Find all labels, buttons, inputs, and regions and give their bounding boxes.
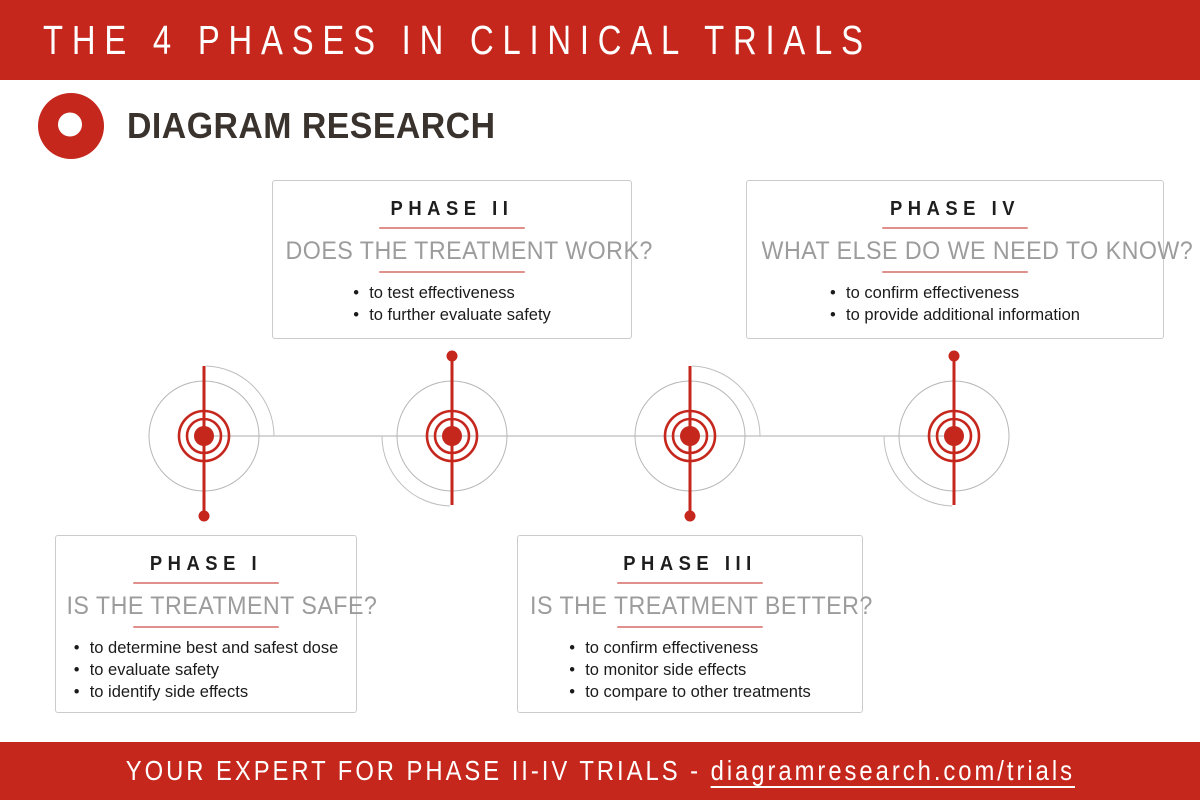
brand-name: DIAGRAM RESEARCH	[127, 105, 496, 146]
divider	[379, 271, 525, 273]
phase-2-bullet-list: to test effectiveness to further evaluat…	[273, 282, 631, 326]
phase-1-title: PHASE I	[149, 553, 263, 575]
divider	[882, 271, 1028, 273]
phase-4-question: WHAT ELSE DO WE NEED TO KNOW?	[761, 237, 1194, 265]
bullet-item: to provide additional information	[830, 304, 1080, 326]
target-dot-icon	[38, 93, 104, 159]
bullet-item: to identify side effects	[74, 681, 339, 703]
phase-1-card: PHASE I IS THE TREATMENT SAFE? to determ…	[55, 535, 378, 713]
footer-banner: YOUR EXPERT FOR PHASE II-IV TRIALS - dia…	[0, 742, 1200, 800]
footer-tagline: YOUR EXPERT FOR PHASE II-IV TRIALS -	[125, 755, 711, 786]
page-title: THE 4 PHASES IN CLINICAL TRIALS	[43, 16, 872, 63]
bullet-item: to determine best and safest dose	[74, 637, 339, 659]
header-banner: THE 4 PHASES IN CLINICAL TRIALS	[0, 0, 1200, 80]
phase-4-card: PHASE IV WHAT ELSE DO WE NEED TO KNOW? t…	[746, 180, 1194, 339]
bullet-item: to test effectiveness	[353, 282, 551, 304]
phase-1-question: IS THE TREATMENT SAFE?	[66, 592, 378, 620]
timeline-marker-phase-2	[381, 350, 508, 507]
phase-3-question: IS THE TREATMENT BETTER?	[530, 592, 873, 620]
timeline-marker-phase-3	[634, 365, 761, 522]
bullet-item: to further evaluate safety	[353, 304, 551, 326]
divider	[379, 227, 525, 229]
footer-text: YOUR EXPERT FOR PHASE II-IV TRIALS - dia…	[125, 755, 1074, 787]
divider	[882, 227, 1028, 229]
phase-3-card: PHASE III IS THE TREATMENT BETTER? to co…	[517, 535, 873, 713]
phase-4-bullet-list: to confirm effectiveness to provide addi…	[747, 282, 1163, 326]
timeline-marker-phase-1	[148, 365, 275, 522]
phase-2-title: PHASE II	[390, 198, 514, 220]
phase-2-card: PHASE II DOES THE TREATMENT WORK? to tes…	[272, 180, 653, 339]
footer-link[interactable]: diagramresearch.com/trials	[710, 755, 1075, 786]
divider	[617, 582, 763, 584]
bullet-item: to confirm effectiveness	[830, 282, 1080, 304]
phase-1-bullet-list: to determine best and safest dose to eva…	[56, 637, 356, 703]
phase-3-bullet-list: to confirm effectiveness to monitor side…	[518, 637, 862, 703]
bullet-item: to confirm effectiveness	[569, 637, 811, 659]
phase-2-question: DOES THE TREATMENT WORK?	[285, 237, 653, 265]
phase-3-title: PHASE III	[623, 553, 757, 575]
divider	[617, 626, 763, 628]
divider	[133, 626, 279, 628]
phase-4-title: PHASE IV	[889, 198, 1021, 220]
bullet-item: to monitor side effects	[569, 659, 811, 681]
brand-logo: DIAGRAM RESEARCH	[38, 92, 519, 160]
bullet-item: to compare to other treatments	[569, 681, 811, 703]
divider	[133, 582, 279, 584]
bullet-item: to evaluate safety	[74, 659, 339, 681]
timeline-marker-phase-4	[883, 350, 1010, 507]
